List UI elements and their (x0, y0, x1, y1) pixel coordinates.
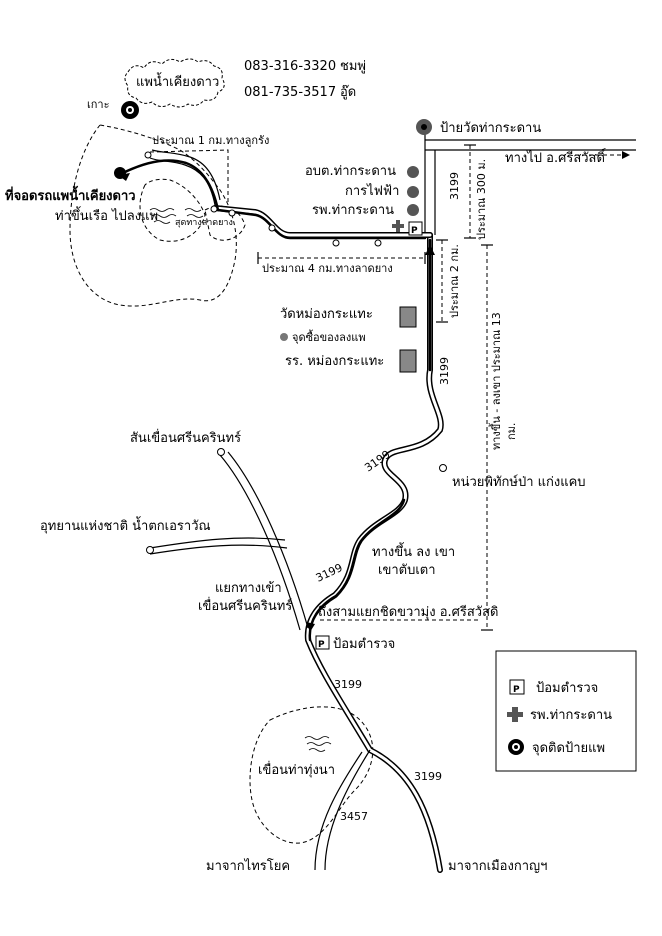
mountain-label-2: เขาตับเตา (378, 563, 436, 578)
from-kanchanaburi-label: มาจากเมืองกาญฯ (448, 858, 547, 874)
end-paved-label: สุดทางลาดยาง (175, 218, 233, 228)
power-label: การไฟฟ้า (345, 183, 399, 199)
road-marker-4 (228, 209, 236, 217)
laterite-road-2 (151, 149, 221, 201)
parking-label-1: ที่จอดรถแพน้ำเคียงดาว (5, 185, 136, 204)
contact1-label: ชมพู่ (340, 59, 366, 74)
parking-label-2: ท่าขึ้นเรือ ไปลงแพ (55, 206, 158, 224)
svg-text:P: P (411, 226, 418, 236)
forest-unit-marker (439, 464, 447, 472)
power-marker (407, 186, 419, 198)
legend-box: P ป้อมตำรวจ รพ.ท่ากระดาน จุดติดป้ายแพ (495, 650, 637, 772)
route-line-south (308, 498, 406, 642)
tambon-label: อบต.ท่ากระดาน (305, 164, 396, 179)
buy-point-marker (280, 333, 288, 341)
road-3457-2 (314, 751, 363, 871)
road-3199-label-south: 3199 (314, 561, 345, 585)
tambon-marker (407, 166, 419, 178)
phone2-label: 081-735-3517 (244, 85, 336, 100)
junction-label-2: เขื่อนศรีนครินทร์ (198, 597, 292, 614)
school-building (399, 349, 417, 373)
wat-building (399, 306, 417, 328)
approx-2km-label: ประมาณ 2 กม. (448, 244, 461, 318)
road-marker-7 (374, 239, 382, 247)
junction-label-1: แยกทางเข้า (215, 581, 282, 596)
police-marker-north: P (408, 221, 423, 236)
road-marker-3 (210, 205, 218, 213)
road-srinakarin-2 (227, 451, 309, 629)
route-13km-label: ทางขึ้น - ลงเขา ประมาณ 13 (488, 312, 503, 450)
from-saiyok-label: มาจากไทรโยค (206, 858, 290, 874)
water-waves-north (149, 208, 204, 224)
legend-raft-sign-label: จุดติดป้ายแพ (532, 741, 605, 756)
raft-bullseye-marker (121, 101, 139, 119)
school-mong-label: รร. หม่องกระแทะ (285, 354, 384, 369)
road-3199-inner (306, 233, 443, 872)
road-3199-label-mid: 3199 (438, 357, 451, 385)
forest-unit-label: หน่วยพิทักษ์ป่า แก่งแคบ (452, 474, 586, 490)
legend-hospital-label: รพ.ท่ากระดาน (530, 708, 612, 723)
hospital-label: รพ.ท่ากระดาน (312, 203, 394, 218)
road-marker-6 (332, 239, 340, 247)
approx-1km-label: ประมาณ 1 กม.ทางลูกรัง (152, 134, 269, 147)
road-erawan-2 (149, 544, 288, 555)
hospital-cross-marker (392, 220, 404, 232)
road-srinakarin-1 (219, 454, 301, 631)
reservoir-inner-1 (139, 178, 206, 242)
road-3457-label: 3457 (340, 810, 368, 823)
raft-name-label: แพน้ำเคียงดาว (136, 72, 219, 90)
approx-300m-label: ประมาณ 300 ม. (475, 159, 488, 240)
bullseye-icon (508, 739, 524, 755)
road-marker-1 (144, 151, 152, 159)
police-box-icon: P (509, 679, 525, 695)
route-arrow-north (425, 245, 435, 255)
dam-ridge-label: สันเขื่อนศรีนครินทร์ (130, 429, 241, 446)
to-srisawat-label: ทางไป อ.ศรีสวัสดิ์ (505, 148, 607, 166)
phone1-label: 083-316-3320 (244, 59, 336, 74)
road-3199-label-north: 3199 (448, 172, 461, 200)
dam-ridge-marker (217, 448, 225, 456)
contact2-label: อู๊ด (340, 85, 356, 100)
police-box-label: ป้อมตำรวจ (333, 637, 395, 652)
road-marker-5 (268, 224, 276, 232)
hospital-cross-icon (507, 707, 523, 722)
road-erawan (149, 537, 286, 549)
wat-mong-label: วัดหม่องกระแทะ (280, 307, 373, 322)
km-unit-label: กม. (505, 423, 518, 440)
erawan-marker (146, 546, 154, 554)
svg-text:P: P (318, 640, 325, 650)
reservoir-outline-north (69, 124, 237, 307)
hospital-marker (407, 204, 419, 216)
t-junction-label: ถึงสามแยกชิดขวามุ่ง อ.ศรีสวัสดิ (318, 604, 499, 620)
route-arrow-south (306, 622, 315, 632)
raft-cloud-callout (124, 58, 225, 108)
buy-point-label: จุดซื้อของลงแพ (292, 329, 366, 344)
temple-sign-label: ป้ายวัดท่ากระดาน (440, 121, 541, 136)
dam-thathungna-label: เขื่อนท่าทุ่งนา (258, 761, 335, 778)
island-label: เกาะ (87, 98, 110, 111)
temple-sign-marker (416, 119, 432, 135)
approx-4km-label: ประมาณ 4 กม.ทางลาดยาง (262, 262, 393, 275)
legend-police-label: ป้อมตำรวจ (536, 681, 598, 696)
road-3199-label-bottom: 3199 (334, 678, 362, 691)
road-3199-label-east: 3199 (414, 770, 442, 783)
to-srisawat-arrowhead (622, 151, 630, 159)
dist-line-1km (149, 149, 229, 205)
police-marker-south: P (315, 635, 330, 650)
mountain-label-1: ทางขึ้น ลง เขา (372, 542, 455, 560)
road-3457 (324, 749, 371, 871)
water-waves-south (304, 736, 332, 752)
svg-text:P: P (513, 685, 520, 695)
national-park-label: อุทยานแห่งชาติ น้ำตกเอราวัณ (40, 516, 211, 534)
laterite-road (149, 157, 216, 206)
road-marker-2 (114, 167, 126, 179)
